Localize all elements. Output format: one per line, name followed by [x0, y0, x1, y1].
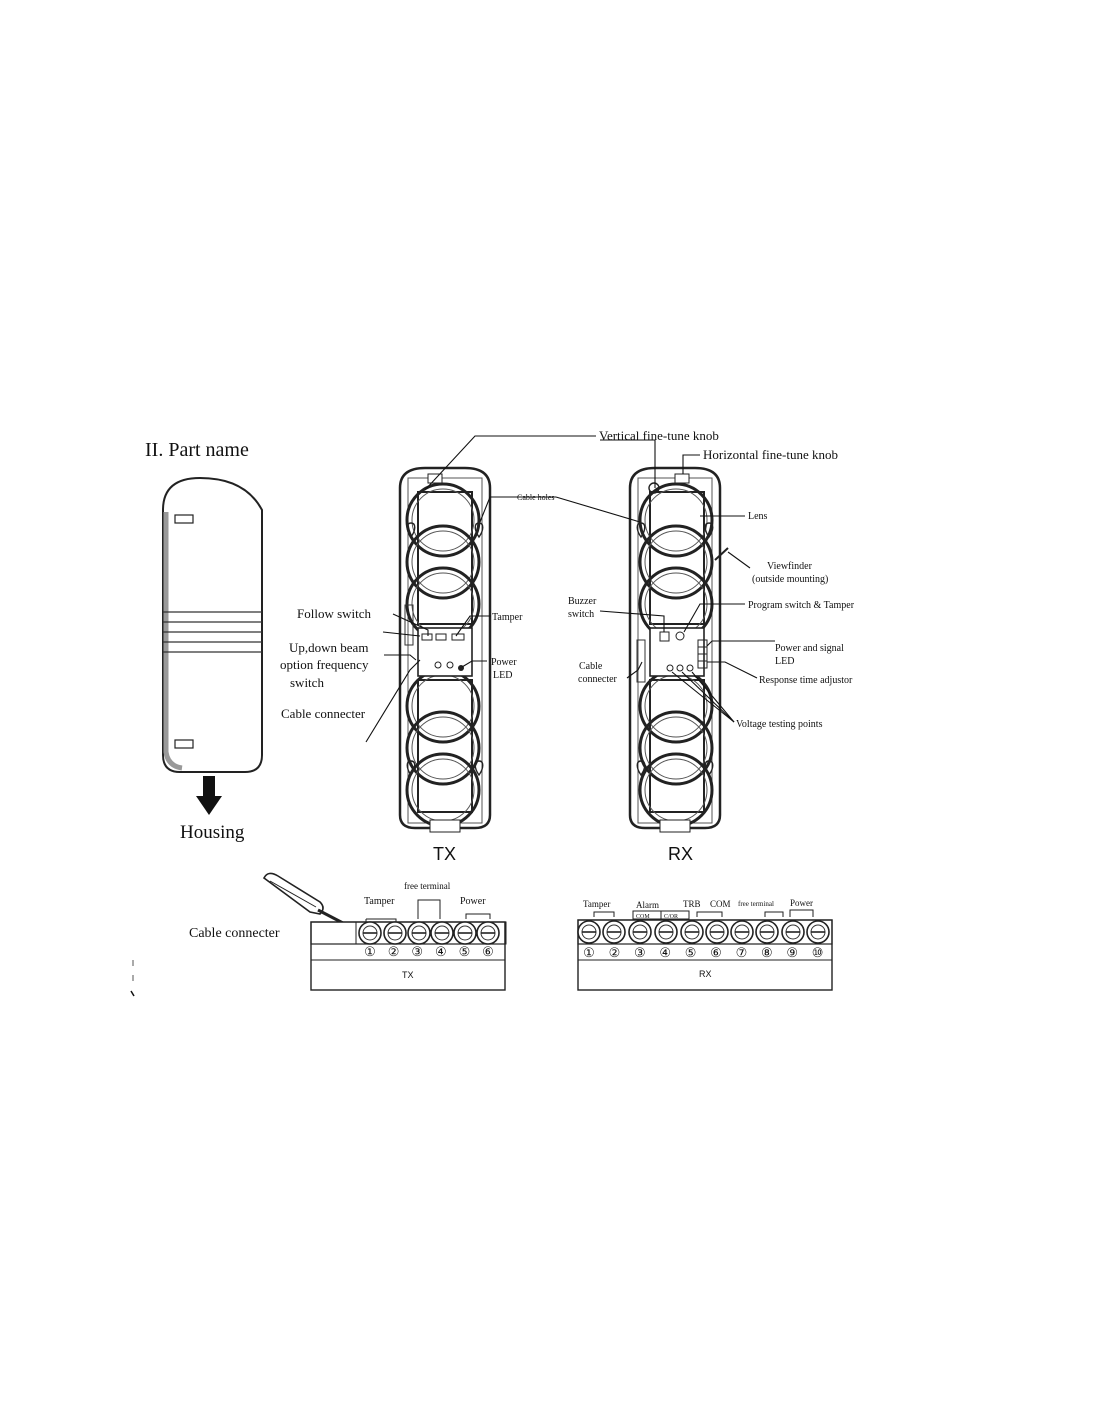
rx-terminal-number: ③	[634, 945, 646, 960]
rx-connecter-label: connecter	[578, 674, 618, 685]
horizontal-knob-label: Horizontal fine-tune knob	[703, 447, 838, 462]
tx-terminal-block	[262, 872, 507, 991]
cable-connecter-label: Cable connecter	[281, 706, 366, 721]
rx-terminal-number: ⑩	[812, 945, 824, 960]
tx-terminal-number: ③	[411, 944, 423, 959]
tx-group-power: Power	[460, 896, 486, 907]
housing-label: Housing	[180, 822, 245, 843]
viewfinder-sub-label: (outside mounting)	[752, 574, 828, 585]
callout-lines	[365, 435, 775, 743]
rx-terminal-number: ④	[659, 945, 671, 960]
tx-label: TX	[433, 844, 456, 864]
section-heading: II. Part name	[145, 439, 249, 461]
rx-board-label: RX	[699, 969, 712, 979]
housing-drawing	[162, 476, 263, 815]
tx-terminal-number: ⑤	[459, 944, 471, 959]
rx-alarm-com: COM	[636, 914, 650, 920]
power-led-sub-label: LED	[493, 670, 512, 681]
tx-terminal-number: ④	[435, 944, 447, 959]
updown-beam-label: Up,down beam	[289, 640, 368, 655]
voltage-points-label: Voltage testing points	[736, 719, 823, 730]
vertical-knob-label: Vertical fine-tune knob	[599, 428, 719, 443]
power-led-label: Power	[491, 657, 517, 668]
tx-group-free: free terminal	[404, 881, 451, 891]
rx-terminal-number: ⑥	[710, 945, 722, 960]
rx-terminal-number: ⑤	[685, 945, 697, 960]
option-frequency-label: option frequency	[280, 657, 369, 672]
rx-terminal-block	[577, 909, 833, 991]
tx-terminal-number: ②	[388, 944, 400, 959]
rx-group-free: free terminal	[738, 900, 774, 908]
rx-terminal-number: ⑦	[736, 945, 748, 960]
power-signal-led-label: LED	[775, 656, 794, 667]
power-signal-label: Power and signal	[775, 643, 844, 654]
tx-unit-drawing	[398, 466, 492, 833]
buzzer-switch-label: switch	[568, 609, 594, 620]
tx-cable-connecter-label: Cable connecter	[189, 926, 280, 941]
tx-board-label: TX	[402, 970, 414, 980]
rx-terminal-number: ②	[609, 945, 621, 960]
tamper-label: Tamper	[492, 612, 523, 623]
rx-group-power: Power	[790, 898, 813, 908]
response-time-label: Response time adjustor	[759, 675, 853, 686]
rx-unit-drawing	[628, 466, 729, 833]
follow-switch-label: Follow switch	[297, 606, 372, 621]
rx-group-trb: TRB	[683, 899, 701, 909]
tx-group-tamper: Tamper	[364, 896, 395, 907]
rx-cable-label: Cable	[579, 661, 603, 672]
rx-terminal-number: ⑧	[761, 945, 773, 960]
tx-terminal-number: ⑥	[482, 944, 494, 959]
lens-label: Lens	[748, 511, 768, 522]
rx-group-alarm: Alarm	[636, 900, 659, 910]
rx-alarm-nc: C/OR	[664, 914, 678, 920]
rx-label: RX	[668, 844, 693, 864]
rx-group-com: COM	[710, 899, 731, 909]
buzzer-label: Buzzer	[568, 596, 597, 607]
rx-terminal-number: ①	[583, 945, 595, 960]
scan-margin-marks	[130, 960, 135, 997]
switch-label: switch	[290, 675, 324, 690]
program-switch-label: Program switch & Tamper	[748, 600, 855, 611]
rx-group-tamper: Tamper	[583, 899, 610, 909]
rx-terminal-number: ⑨	[786, 945, 798, 960]
tx-terminal-number: ①	[364, 944, 376, 959]
cable-holes-label: Cable holes	[517, 493, 555, 502]
viewfinder-label: Viewfinder	[767, 561, 813, 572]
